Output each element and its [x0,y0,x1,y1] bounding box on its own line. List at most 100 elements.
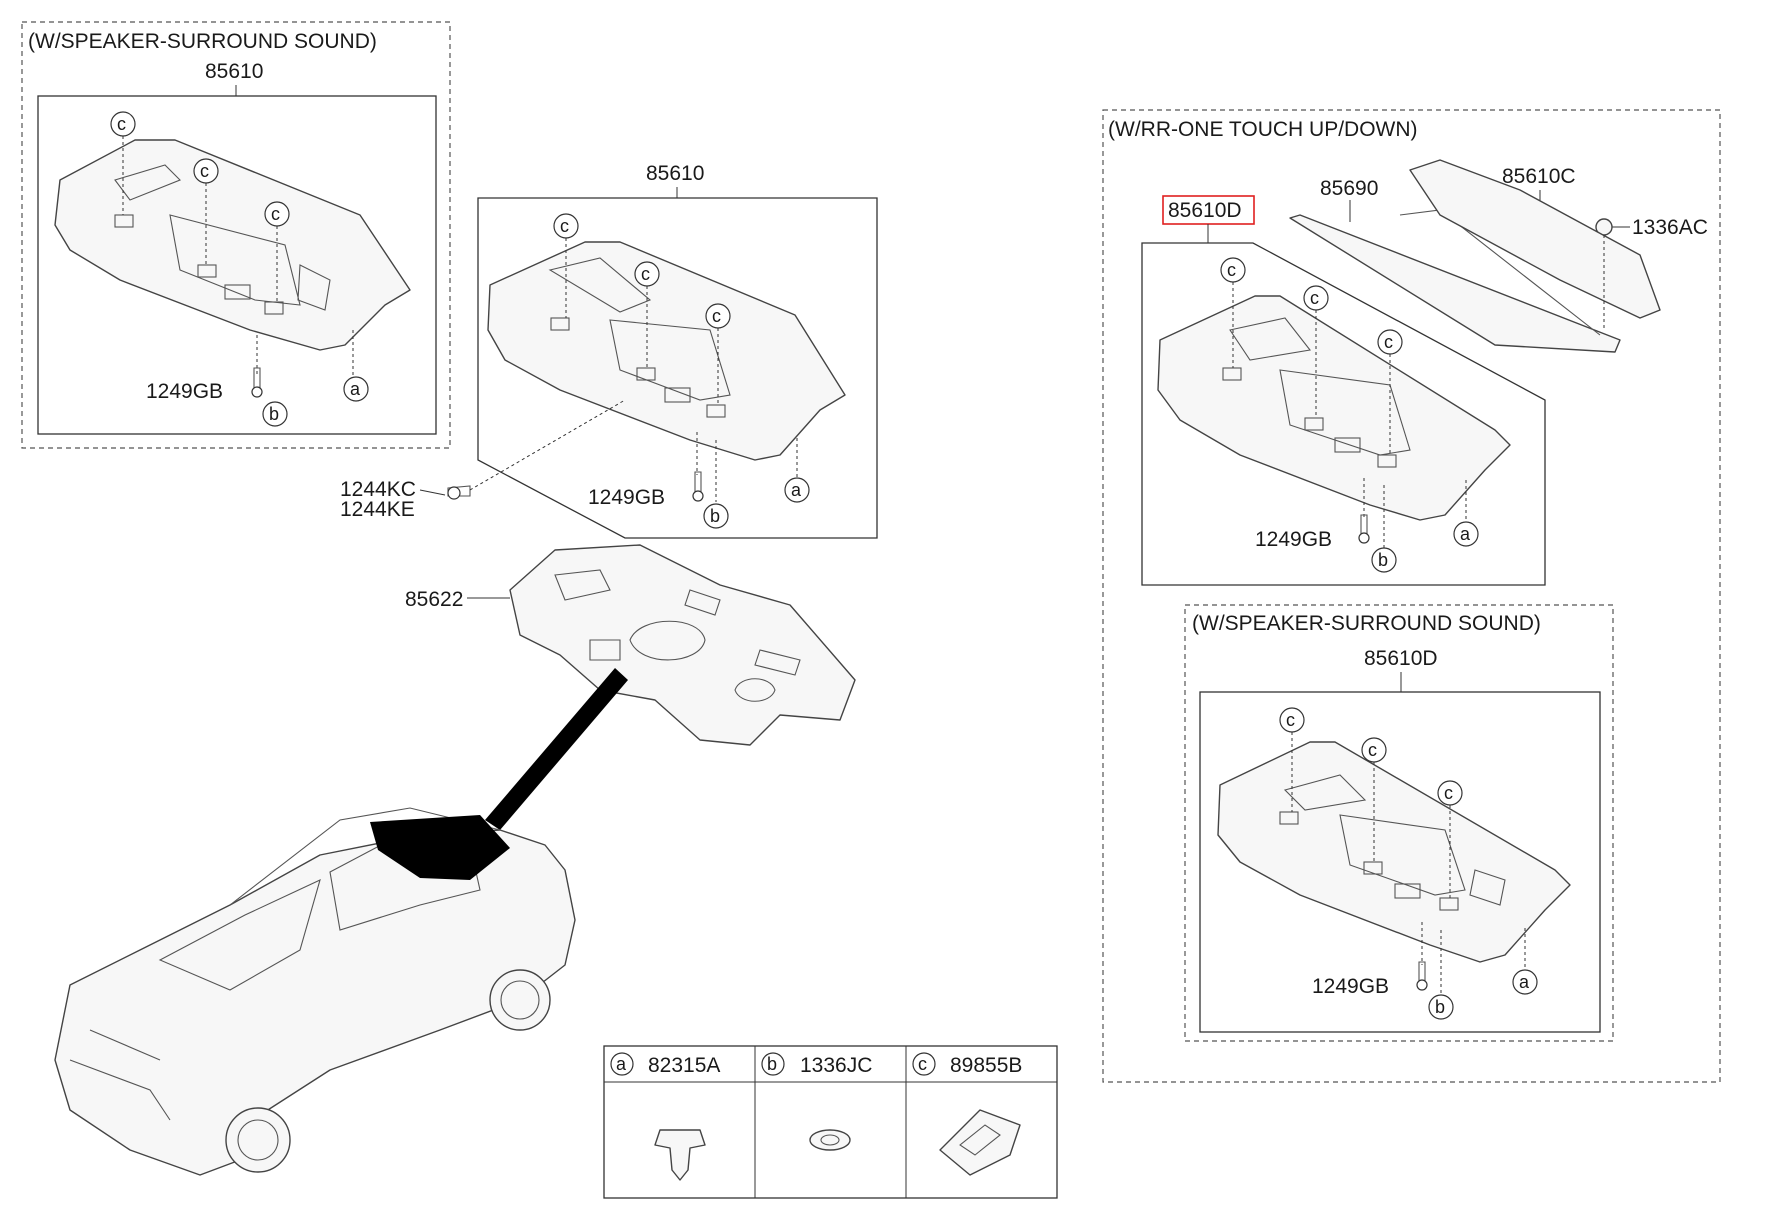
group-one-touch: (W/RR-ONE TOUCH UP/DOWN) 85610D 85690 85… [1102,109,1721,1083]
sunshade-rail-part[interactable] [1289,214,1621,353]
package-tray-part[interactable] [1217,741,1571,963]
car-rear-wheel-icon [489,969,551,1031]
part-label-85610D[interactable]: 85610D [1364,647,1438,670]
wheel-rim-icon [500,980,540,1020]
callout-c[interactable]: c [110,111,136,137]
clip-c [1363,861,1383,875]
part-label-85610[interactable]: 85610 [646,162,704,185]
callout-a[interactable]: a [343,376,369,402]
cap-clip-detail-icon [959,1124,1001,1156]
part-frame [1141,242,1546,586]
svg-text:c: c [1310,288,1319,308]
screw-head-icon [447,486,461,500]
legend-part-c[interactable]: 89855B [950,1054,1022,1077]
part-label-1249GB[interactable]: 1249GB [146,380,223,403]
clip-c [1439,897,1459,911]
callout-c[interactable]: c [634,261,660,287]
clip-c [1377,454,1397,468]
svg-text:c: c [641,264,650,284]
svg-text:c: c [117,114,126,134]
group-speaker-surround-left: (W/SPEAKER-SURROUND SOUND) 85610 c c c 1… [21,21,451,449]
part-label-1249GB[interactable]: 1249GB [588,486,665,509]
legend-table: a 82315A b 1336JC c 89855B [603,1045,1058,1199]
wheel-rim-icon [237,1119,279,1161]
part-frame [1199,691,1601,1033]
svg-text:a: a [791,480,802,500]
part-label-85622[interactable]: 85622 [405,588,463,611]
callout-a[interactable]: a [784,477,810,503]
insulation-pad-part[interactable] [509,544,856,746]
svg-text:c: c [200,161,209,181]
callout-b[interactable]: b [1371,547,1397,573]
svg-text:b: b [1378,550,1388,570]
callout-c[interactable]: c [1377,329,1403,355]
part-frame [477,197,878,539]
bolt-head-icon [692,490,704,502]
legend-part-b[interactable]: 1336JC [800,1054,872,1077]
group-85622-pad: 85622 [405,544,856,830]
clip-c [636,367,656,381]
part-label-85690[interactable]: 85690 [1320,177,1378,200]
tray-slot [1334,437,1361,453]
callout-a[interactable]: a [1453,521,1479,547]
legend-callout-a: a [610,1052,634,1076]
bolt-head-icon [1416,979,1428,991]
callout-c[interactable]: c [705,303,731,329]
callout-c[interactable]: c [264,201,290,227]
tray-slot [224,284,251,300]
bolt-head-icon [1358,532,1370,544]
tray-cutouts [548,257,731,401]
svg-text:c: c [1384,332,1393,352]
part-label-1249GB[interactable]: 1249GB [1255,528,1332,551]
callout-b[interactable]: b [1428,994,1454,1020]
part-label-85610[interactable]: 85610 [205,60,263,83]
part-frame [37,95,437,435]
svg-text:a: a [616,1054,627,1074]
svg-text:c: c [1368,740,1377,760]
group-title: (W/SPEAKER-SURROUND SOUND) [28,30,377,53]
group-title: (W/RR-ONE TOUCH UP/DOWN) [1108,118,1418,141]
svg-text:a: a [1460,524,1471,544]
callout-c[interactable]: c [1361,737,1387,763]
callout-c[interactable]: c [193,158,219,184]
callout-c[interactable]: c [1437,780,1463,806]
sunshade-cover-part[interactable] [1409,159,1661,319]
callout-c[interactable]: c [1303,285,1329,311]
legend-callout-b: b [761,1052,785,1076]
clip-c [706,404,726,418]
callout-b[interactable]: b [262,401,288,427]
car-grille-icon [69,1029,171,1121]
package-tray-part[interactable] [1157,295,1511,521]
cap-clip-icon [939,1109,1021,1176]
clip-c [550,317,570,331]
callout-c[interactable]: c [1279,707,1305,733]
callout-c[interactable]: c [1220,257,1246,283]
car-front-wheel-icon [225,1107,291,1173]
pad-details [554,569,801,702]
part-label-1249GB[interactable]: 1249GB [1312,975,1389,998]
push-clip-icon [654,1129,706,1181]
svg-text:c: c [1444,783,1453,803]
part-label-85610D[interactable]: 85610D [1168,199,1242,222]
part-label-85610C[interactable]: 85610C [1502,165,1576,188]
svg-text:a: a [1519,972,1530,992]
part-label-1244KE[interactable]: 1244KE [340,498,415,521]
callout-a[interactable]: a [1512,969,1538,995]
part-label-1336AC[interactable]: 1336AC [1632,216,1708,239]
svg-text:c: c [712,306,721,326]
car-body-icon [54,829,576,1176]
callout-b[interactable]: b [703,503,729,529]
part-label-1244KC[interactable]: 1244KC [340,478,416,501]
clip-c [264,301,284,315]
package-tray-part[interactable] [487,241,846,461]
svg-text:b: b [269,404,279,424]
callout-c[interactable]: c [553,213,579,239]
car-illustration [54,807,576,1176]
legend-part-a[interactable]: 82315A [648,1054,720,1077]
leader-line [419,489,446,496]
svg-text:b: b [767,1054,777,1074]
package-tray-part[interactable] [54,139,411,351]
svg-text:b: b [710,506,720,526]
tray-cutouts [1283,774,1506,906]
dashed-group-frame [21,21,451,449]
